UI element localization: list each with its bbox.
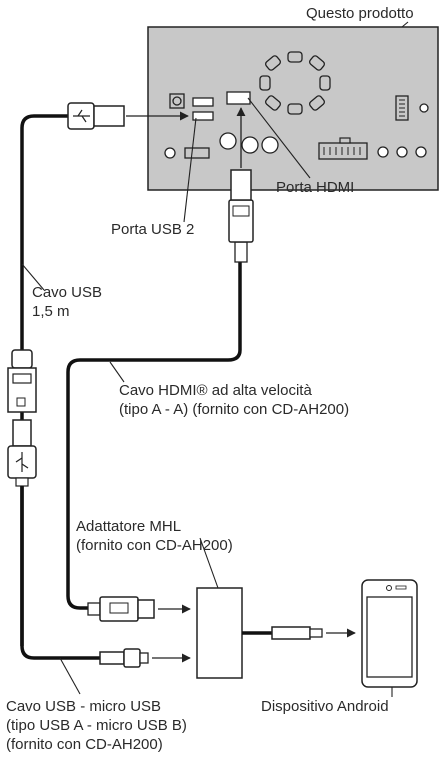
jack-circle <box>219 132 237 150</box>
mhl-adapter-label: Adattatore MHL (fornito con CD-AH200) <box>76 517 233 555</box>
usb-extension-plug <box>7 419 37 487</box>
mhl-output-cable <box>242 626 323 640</box>
jack-circle <box>415 146 427 158</box>
hdmi-cable-detail: (tipo A - A) (fornito con CD-AH200) <box>119 401 350 418</box>
hdmi-cable-label: Cavo HDMI® ad alta velocità (tipo A - A)… <box>119 381 349 419</box>
usb-cable <box>20 114 100 660</box>
android-device-icon <box>361 579 418 688</box>
slot-connector <box>184 147 210 159</box>
mhl-adapter-detail: (fornito con CD-AH200) <box>76 537 233 554</box>
jack-circle <box>419 103 429 113</box>
mhl-adapter-box <box>196 587 243 679</box>
jack-circle <box>396 146 408 158</box>
micro-usb-cable-detail: (fornito con CD-AH200) <box>6 736 163 753</box>
wiring-connector-icon <box>318 137 368 160</box>
leader-lines <box>21 21 409 697</box>
usb-trident-icon <box>73 109 90 123</box>
hdmi-cable <box>66 262 242 610</box>
usb-cable-name: Cavo USB <box>32 284 103 301</box>
product-label: Questo prodotto <box>306 5 414 22</box>
android-device-label: Dispositivo Android <box>261 698 389 715</box>
usb-port-2 <box>192 111 214 121</box>
micro-usb-cable-type: (tipo USB A - micro USB B) <box>6 717 187 734</box>
hdmi-port <box>226 91 251 105</box>
usb-cable-length: 1,5 m <box>32 303 70 320</box>
hdmi-logo-icon <box>232 205 250 217</box>
usb-port-2-label: Porta USB 2 <box>111 221 195 238</box>
antenna-jack-icon <box>169 93 185 109</box>
hdmi-plug-top <box>228 169 254 263</box>
jack-circle <box>261 136 279 154</box>
jack-circle <box>164 147 176 159</box>
hdmi-port-label: Porta HDMI <box>276 179 355 196</box>
head-unit <box>147 26 439 191</box>
fan-vent-icon <box>259 51 331 115</box>
micro-usb-cable-label: Cavo USB - micro USB (tipo USB A - micro… <box>6 697 187 754</box>
usb-cable-label: Cavo USB 1,5 m <box>32 283 102 321</box>
jack-circle <box>377 146 389 158</box>
micro-usb-plug <box>99 648 149 668</box>
micro-usb-cable-name: Cavo USB - micro USB <box>6 698 162 715</box>
hdmi-plug-bottom <box>87 596 155 622</box>
hdmi-logo-icon <box>109 602 129 614</box>
multi-pin-connector-icon <box>395 95 409 121</box>
usb-extension-receptacle <box>7 349 37 413</box>
hdmi-cable-name: Cavo HDMI® ad alta velocità <box>119 382 312 399</box>
jack-circle <box>241 136 259 154</box>
usb-port-1 <box>192 97 214 107</box>
mhl-adapter-name: Adattatore MHL <box>76 518 182 535</box>
usb-plug-top <box>67 102 125 130</box>
